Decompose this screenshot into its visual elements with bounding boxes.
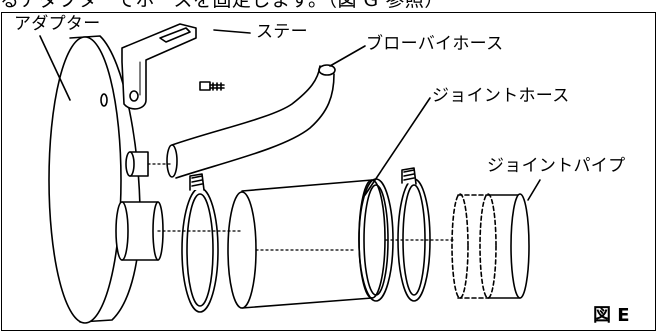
adapter-part — [48, 35, 164, 324]
joint-pipe-part — [451, 193, 530, 299]
joint-hose-part — [227, 179, 386, 309]
clamp-3-part — [397, 167, 431, 302]
blowby-hose-part — [166, 64, 336, 179]
blowby-hose-label: ブローバイホース — [366, 34, 504, 54]
figure-label: 図 E — [593, 305, 630, 326]
adapter-label: アダプター — [14, 14, 101, 34]
stay-part — [121, 23, 197, 110]
figure-frame — [1, 12, 656, 331]
assembly-lines — [147, 163, 457, 251]
leader-lines — [39, 29, 541, 201]
stay-label: ステー — [256, 22, 308, 42]
joint-hose-label: ジョイントホース — [432, 86, 570, 106]
clamp-1-part — [181, 173, 219, 313]
bolt-part — [199, 81, 225, 91]
header-text: るアダプターでホースを固定します。（図 G 参照） — [0, 0, 444, 11]
joint-pipe-label: ジョイントパイプ — [487, 156, 626, 176]
